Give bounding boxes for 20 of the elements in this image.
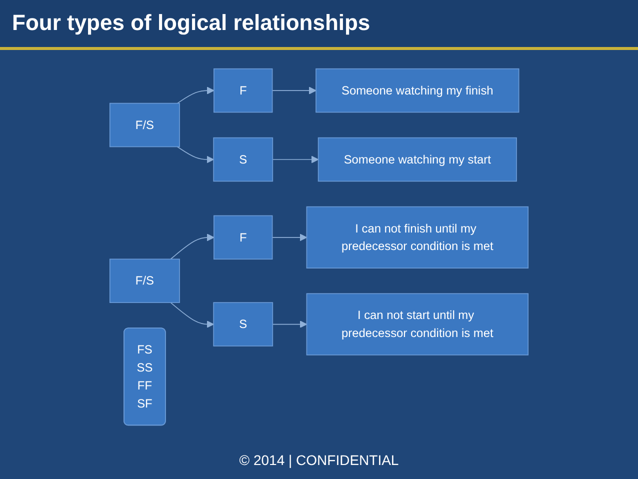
arrow	[170, 234, 214, 260]
arrow	[272, 320, 308, 328]
node-box: F	[214, 215, 273, 260]
node-box: S	[213, 302, 274, 346]
node-box: I can not finish until my predecessor condition is met	[306, 206, 529, 268]
arrow	[272, 156, 319, 164]
arrow	[176, 86, 214, 104]
node-box: S	[213, 137, 274, 182]
node-box: Someone watching my start	[318, 137, 517, 182]
title-bar: Four types of logical relationships	[0, 0, 638, 50]
footer-note: © 2014 | CONFIDENTIAL	[238, 452, 400, 468]
node-box: Someone watching my finish	[316, 68, 520, 113]
node-box: F/S	[109, 258, 180, 303]
arrow	[272, 234, 308, 242]
node-box: F	[214, 68, 273, 113]
arrow	[170, 302, 214, 328]
arrow	[176, 146, 214, 164]
node-box: F/S	[109, 102, 180, 148]
arrow	[272, 86, 316, 94]
node-box: I can not start until my predecessor condition is met	[306, 293, 529, 356]
